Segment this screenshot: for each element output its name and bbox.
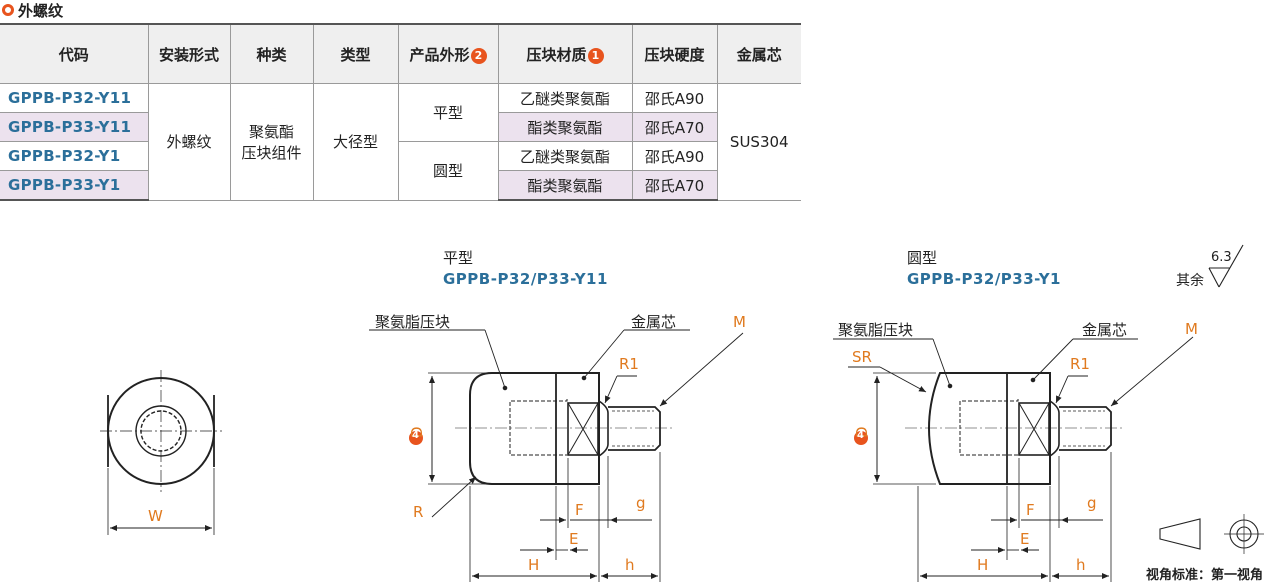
- flat-drawing-code: GPPB-P32/P33-Y11: [443, 270, 608, 288]
- table-row: GPPB-P32-Y1 圆型 乙醚类聚氨酯 邵氏A90: [0, 141, 801, 201]
- col-header-hardness: 压块硬度: [631, 23, 718, 84]
- note-badge: 2: [470, 47, 487, 64]
- col-header-install: 安装形式: [147, 23, 231, 84]
- material-cell: 乙醚类聚氨酯: [497, 141, 633, 171]
- flat-drawing-title: 平型: [443, 249, 474, 267]
- round-dim-D-badge: 4: [857, 430, 864, 441]
- end-view: [100, 370, 222, 535]
- col-header-material-text: 压块材质: [526, 45, 587, 64]
- round-dim-F: F: [1026, 501, 1035, 519]
- round-drawing-code: GPPB-P32/P33-Y1: [907, 270, 1061, 288]
- flat-dim-F: F: [575, 501, 584, 519]
- flat-type-side-view: [369, 329, 744, 582]
- dim-label-W: W: [148, 507, 163, 525]
- round-dim-h: h: [1076, 556, 1086, 574]
- col-header-shape-text: 产品外形: [409, 45, 470, 64]
- round-dim-g: g: [1087, 494, 1097, 512]
- flat-dim-E: E: [569, 530, 579, 548]
- round-core-label: 金属芯: [1082, 321, 1128, 339]
- flat-dim-H: H: [528, 556, 540, 574]
- hardness-cell: 邵氏A90: [631, 83, 718, 113]
- flat-dim-D-badge: 4: [412, 430, 419, 441]
- flat-core-label: 金属芯: [631, 313, 677, 331]
- flat-pad-label: 聚氨脂压块: [375, 313, 451, 331]
- round-pad-label: 聚氨脂压块: [838, 321, 914, 339]
- round-dim-H: H: [977, 556, 989, 574]
- material-cell: 酯类聚氨酯: [497, 170, 633, 201]
- col-header-code: 代码: [0, 23, 149, 84]
- shape-cell-flat: 平型: [397, 83, 499, 142]
- hardness-cell: 邵氏A70: [631, 170, 717, 201]
- round-type-side-view: [833, 336, 1194, 582]
- code-cell[interactable]: GPPB-P33-Y11: [0, 112, 149, 142]
- flat-dim-R1: R1: [619, 355, 639, 373]
- shape-cell-round: 圆型: [397, 141, 499, 201]
- kind-line-1: 聚氨酯: [248, 122, 294, 141]
- col-header-type: 类型: [312, 23, 399, 84]
- note-badge-4-flat: [409, 431, 423, 445]
- material-cell: 酯类聚氨酯: [497, 112, 633, 142]
- section-title-text: 外螺纹: [18, 1, 64, 20]
- table-row: GPPB-P33-Y1 酯类聚氨酯 邵氏A70: [0, 170, 801, 201]
- flat-dim-h: h: [625, 556, 635, 574]
- kind-cell: 聚氨酯压块组件: [229, 83, 314, 201]
- round-dim-M: M: [1185, 320, 1198, 338]
- roughness-value: 6.3: [1211, 250, 1232, 265]
- circle-bullet-icon: [2, 4, 14, 16]
- col-header-core: 金属芯: [716, 23, 801, 84]
- hardness-cell: 邵氏A90: [631, 141, 717, 171]
- first-angle-projection-icon: [1159, 514, 1264, 554]
- code-cell[interactable]: GPPB-P32-Y1: [0, 141, 149, 171]
- round-dim-R1: R1: [1070, 355, 1090, 373]
- flat-dim-M: M: [733, 313, 746, 331]
- core-cell: SUS304: [716, 83, 801, 201]
- flat-dim-g: g: [636, 494, 646, 512]
- code-cell[interactable]: GPPB-P32-Y11: [0, 83, 149, 113]
- section-title: 外螺纹: [2, 0, 63, 20]
- table-row: GPPB-P32-Y11 外螺纹 聚氨酯压块组件 大径型 平型 乙醚类聚氨酯 邵…: [0, 83, 801, 201]
- round-dim-SR: SR: [852, 348, 872, 366]
- material-cell: 乙醚类聚氨酯: [497, 83, 633, 113]
- install-cell: 外螺纹: [147, 83, 231, 201]
- note-badge-4-round: [854, 431, 868, 445]
- note-badge: 1: [587, 47, 604, 64]
- projection-label: 视角标准：第一视角: [1146, 568, 1264, 583]
- kind-line-2: 压块组件: [241, 143, 302, 162]
- roughness-prefix: 其余: [1176, 273, 1204, 289]
- round-dim-E: E: [1020, 530, 1030, 548]
- flat-dim-R: R: [413, 503, 424, 521]
- roughness-symbol-icon: [1208, 244, 1244, 288]
- round-drawing-title: 圆型: [907, 249, 938, 267]
- code-cell[interactable]: GPPB-P33-Y1: [0, 170, 149, 201]
